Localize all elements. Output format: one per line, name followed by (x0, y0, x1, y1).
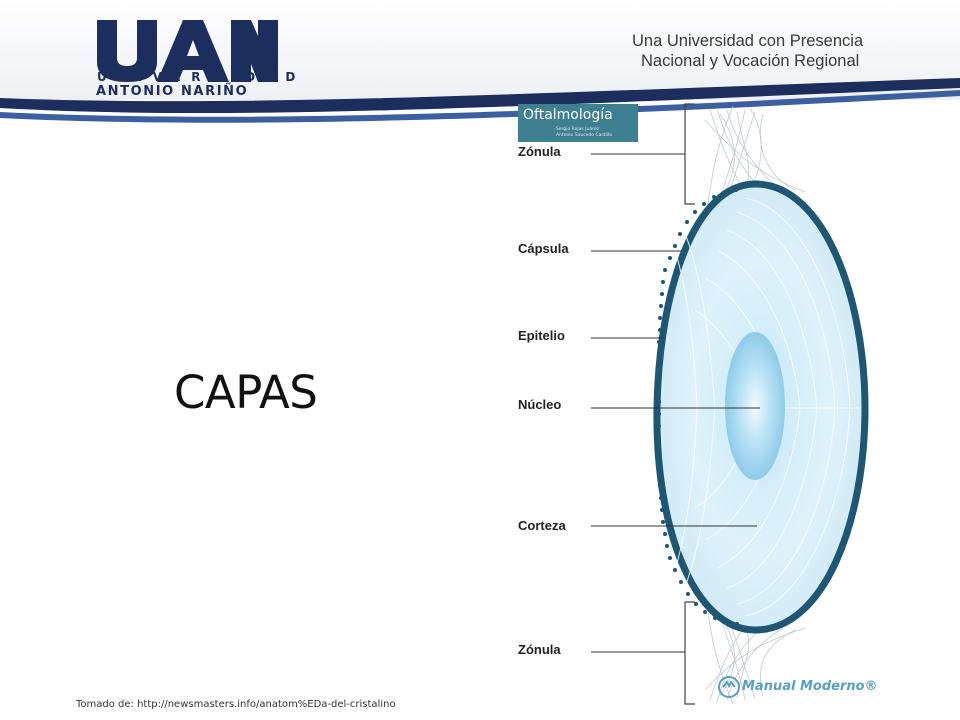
label-nucleo: Núcleo (518, 397, 562, 412)
lens-nucleus (725, 332, 785, 480)
manual-moderno-logo-icon (718, 676, 740, 698)
publisher-badge-title: Oftalmología (523, 107, 613, 123)
slide-title: CAPAS (174, 366, 318, 419)
label-zonula-top: Zónula (518, 144, 561, 159)
epithelium-cells (657, 188, 739, 626)
label-epitelio: Epitelio (518, 328, 565, 343)
publisher-badge-author-1: Sergio Rojas Juárez (556, 127, 599, 132)
manual-moderno-credit: Manual Moderno® (742, 679, 878, 694)
label-corteza: Corteza (518, 518, 566, 533)
logo-university-text: UNIVERSIDAD (97, 70, 306, 84)
tagline-line-1: Una Universidad con Presencia (632, 32, 864, 50)
publisher-badge-author-2: Antonio Saucedo Castillo (556, 133, 612, 138)
source-citation: Tomado de: http://newsmasters.info/anato… (76, 699, 396, 710)
label-zonula-bottom: Zónula (518, 642, 561, 657)
header-swoosh (0, 0, 960, 123)
logo-name-text: ANTONIO NARIÑO (96, 84, 249, 99)
header-tagline: Una Universidad con Presencia Nacional y… (632, 31, 863, 71)
publisher-badge: Oftalmología Sergio Rojas Juárez Antonio… (518, 104, 638, 142)
header-banner (0, 0, 960, 130)
uan-logo-icon (97, 20, 278, 82)
label-capsula: Cápsula (518, 241, 569, 256)
lens-anatomy-diagram (591, 103, 869, 705)
tagline-line-2: Nacional y Vocación Regional (641, 52, 860, 70)
